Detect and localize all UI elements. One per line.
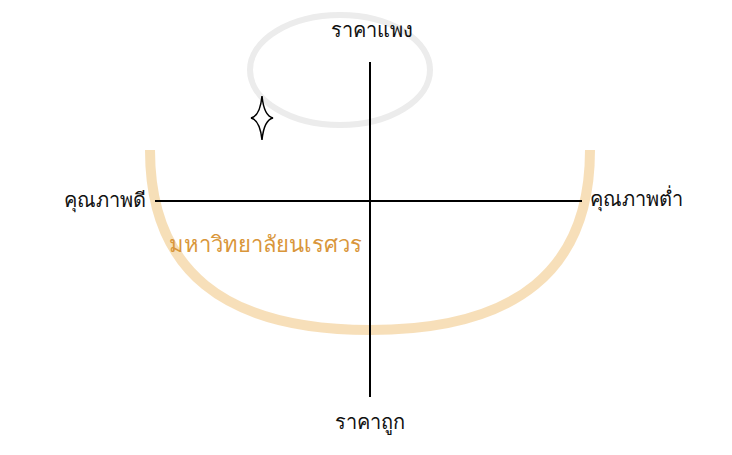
axis-label: คุณภาพต่ำ [590, 187, 683, 211]
price-axis [369, 62, 371, 397]
quality-axis [155, 200, 582, 202]
watermark-elephant [250, 15, 430, 125]
axis-label: ราคาแพง [331, 18, 413, 42]
watermark: มหาวิทยาลัยนเรศวร [169, 232, 362, 258]
axis-label: คุณภาพดี [64, 188, 146, 212]
position-star [251, 96, 273, 140]
axis-label: ราคาถูก [335, 410, 405, 434]
